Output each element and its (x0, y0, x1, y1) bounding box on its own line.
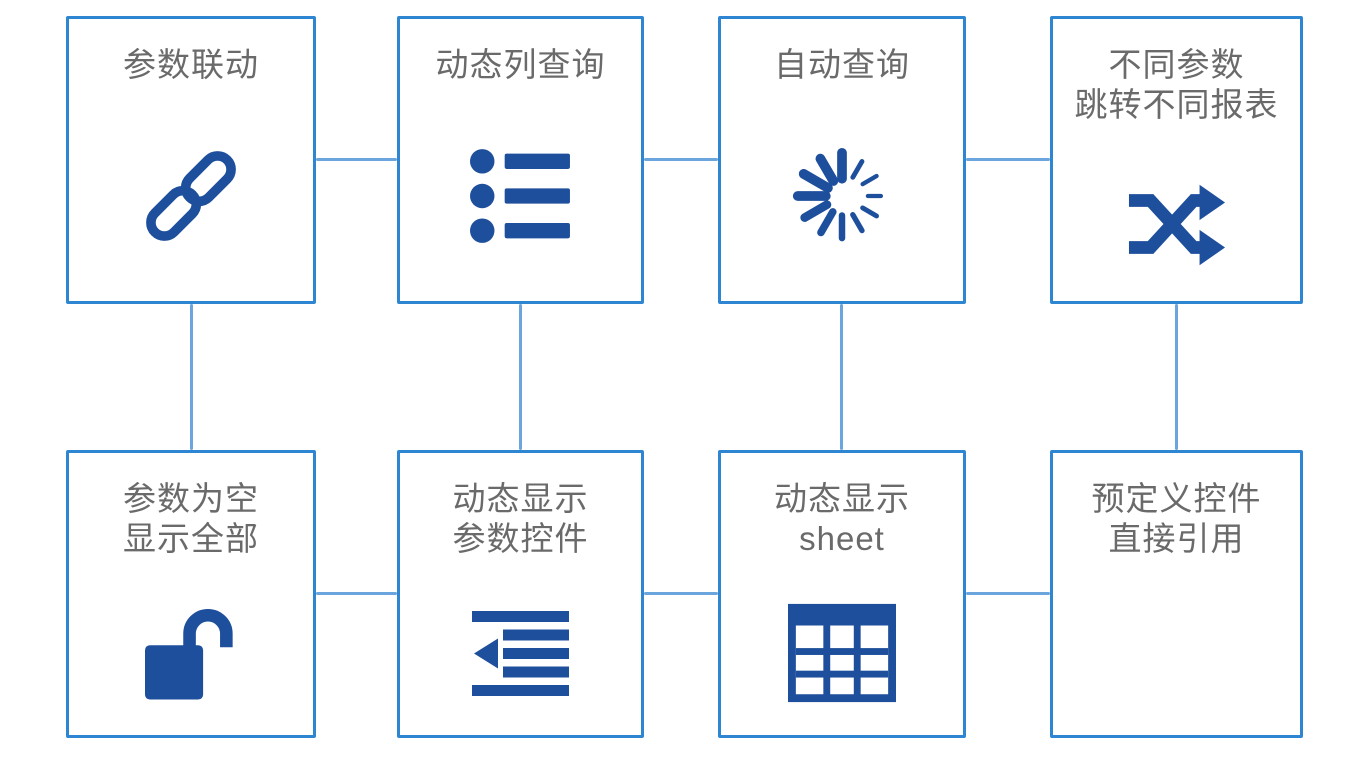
connector-top-2-3 (644, 158, 718, 161)
bullet-list-icon (400, 140, 641, 252)
node-predefined-controls: 预定义控件 直接引用 (1050, 450, 1303, 738)
node-title-line: 不同参数 (1108, 46, 1245, 83)
connector-top-3-4 (966, 158, 1050, 161)
link-icon (69, 140, 313, 252)
node-title: 参数联动 (69, 45, 313, 85)
node-title-line: 跳转不同报表 (1074, 86, 1279, 123)
connector-col1-vertical (190, 304, 193, 450)
node-empty-param-show-all: 参数为空 显示全部 (66, 450, 316, 738)
node-title-line: 动态显示 (774, 480, 910, 517)
node-dynamic-param-controls: 动态显示 参数控件 (397, 450, 644, 738)
connector-col3-vertical (840, 304, 843, 450)
node-title: 动态列查询 (400, 45, 641, 85)
node-title-line: 参数控件 (452, 520, 589, 557)
node-title: 动态显示 参数控件 (400, 479, 641, 559)
shuffle-icon (1053, 169, 1300, 281)
node-title: 不同参数 跳转不同报表 (1053, 45, 1300, 125)
connector-bottom-6-7 (644, 592, 718, 595)
unlock-icon (69, 597, 313, 709)
table-grid-icon (721, 597, 963, 709)
node-dynamic-sheet: 动态显示 sheet (718, 450, 966, 738)
node-auto-query: 自动查询 (718, 16, 966, 304)
node-title-line: 显示全部 (123, 520, 259, 557)
node-title: 预定义控件 直接引用 (1053, 479, 1300, 559)
node-dynamic-column-query: 动态列查询 (397, 16, 644, 304)
spinner-icon (721, 140, 963, 252)
node-title-line: 预定义控件 (1091, 480, 1262, 517)
outdent-icon (400, 597, 641, 709)
node-title-line: 直接引用 (1108, 520, 1245, 557)
node-title: 动态显示 sheet (721, 479, 963, 559)
node-param-linkage: 参数联动 (66, 16, 316, 304)
node-param-jump-reports: 不同参数 跳转不同报表 (1050, 16, 1303, 304)
connector-top-1-2 (316, 158, 397, 161)
node-title-line: 动态列查询 (435, 46, 606, 83)
node-title-line: 参数为空 (123, 480, 259, 517)
node-title-line: 参数联动 (123, 46, 259, 83)
node-title-line: 动态显示 (452, 480, 589, 517)
node-title-line: 自动查询 (774, 46, 910, 83)
connector-col2-vertical (519, 304, 522, 450)
node-title: 自动查询 (721, 45, 963, 85)
node-title: 参数为空 显示全部 (69, 479, 313, 559)
node-title-line: sheet (799, 520, 885, 557)
connector-col4-vertical (1175, 304, 1178, 450)
connector-bottom-7-8 (966, 592, 1050, 595)
connector-bottom-5-6 (316, 592, 397, 595)
